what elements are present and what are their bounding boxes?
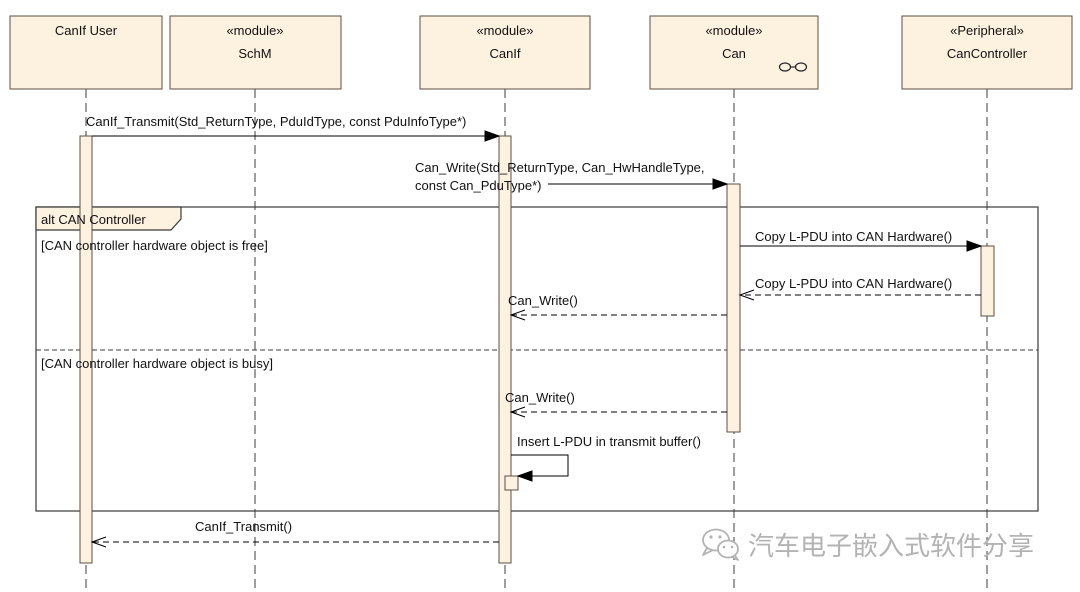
lifeline-head-canif: «module» CanIf: [419, 15, 591, 90]
arrowhead-open: [738, 289, 755, 301]
message-canif-transmit-return: CanIf_Transmit(): [90, 519, 499, 548]
arrowhead-filled: [712, 178, 729, 190]
wechat-icon: [702, 528, 739, 561]
lifeline-stereotype: «Peripheral»: [950, 23, 1024, 38]
activation-can: [726, 183, 741, 433]
message-line: [511, 454, 569, 477]
wechat-bubble-small: [717, 539, 739, 559]
lifeline-stereotype: «module»: [226, 23, 283, 38]
message-can-write-return-busy: Can_Write(): [505, 390, 727, 418]
lifeline-head-box: [419, 15, 591, 90]
message-label: CanIf_Transmit(Std_ReturnType, PduIdType…: [86, 114, 466, 129]
lifeline-stereotype: «module»: [476, 23, 533, 38]
message-label: CanIf_Transmit(): [195, 519, 292, 534]
lifeline-head-schm: «module» SchM: [169, 15, 342, 90]
arrowhead-open: [509, 406, 526, 418]
arrowhead-open: [90, 536, 107, 548]
guard-busy: [CAN controller hardware object is busy]: [41, 356, 273, 371]
message-label: Can_Write(): [508, 293, 578, 308]
lifeline-head-cancontroller: «Peripheral» CanController: [901, 15, 1073, 90]
wechat-eye: [722, 545, 726, 549]
arrowhead-filled: [516, 470, 533, 482]
message-can-write-return-free: Can_Write(): [508, 293, 727, 321]
watermark-text: 汽车电子嵌入式软件分享: [748, 532, 1034, 562]
activation-canif-user: [79, 135, 93, 564]
lifeline-head-canif-user: CanIf User: [9, 15, 163, 90]
message-insert-lpdu-self-call: Insert L-PDU in transmit buffer(): [511, 434, 701, 482]
lifeline-stereotype: «module»: [705, 23, 762, 38]
watermark: 汽车电子嵌入式软件分享: [702, 528, 1034, 562]
wechat-eye: [709, 535, 713, 539]
lifeline-name: SchM: [238, 46, 271, 61]
wechat-eye: [718, 535, 722, 539]
arrowhead-filled: [484, 130, 501, 142]
lifeline-head-box: [9, 15, 163, 90]
activation-canif-self-call: [504, 475, 519, 491]
message-label: Can_Write(): [505, 390, 575, 405]
lifeline-name: CanController: [947, 46, 1028, 61]
fragment-frame: [35, 206, 1039, 512]
fragment-texts: alt CAN Controller [CAN controller hardw…: [41, 212, 273, 371]
lifeline-head-box: [901, 15, 1073, 90]
activations: [79, 135, 995, 564]
lifeline-head-box: [169, 15, 342, 90]
arrowhead-filled: [966, 240, 983, 252]
fragment-tab: [35, 206, 182, 231]
lifeline-name: CanIf: [489, 46, 520, 61]
lifeline-name: CanIf User: [55, 23, 118, 38]
arrowhead-open: [509, 309, 526, 321]
message-label: Copy L-PDU into CAN Hardware(): [755, 229, 952, 244]
lifeline-name: Can: [722, 46, 746, 61]
guard-free: [CAN controller hardware object is free]: [41, 238, 268, 253]
linked-circles-icon: [778, 62, 808, 72]
message-copy-lpdu-call: Copy L-PDU into CAN Hardware(): [740, 229, 983, 252]
message-label-line1: Can_Write(Std_ReturnType, Can_HwHandleTy…: [415, 160, 705, 175]
fragment-label: alt CAN Controller: [41, 212, 146, 227]
message-copy-lpdu-return: Copy L-PDU into CAN Hardware(): [738, 276, 981, 301]
lifeline-head-box: [649, 15, 819, 90]
activation-canif: [498, 135, 512, 564]
message-canif-transmit-call: CanIf_Transmit(Std_ReturnType, PduIdType…: [86, 114, 501, 142]
lifeline-head-can: «module» Can: [649, 15, 819, 90]
wechat-eye: [730, 545, 734, 549]
activation-cancontroller: [980, 245, 995, 317]
message-can-write-call: Can_Write(Std_ReturnType, Can_HwHandleTy…: [415, 160, 729, 193]
message-label-line2: const Can_PduType*): [415, 178, 541, 193]
alt-fragment: [35, 206, 1039, 512]
message-label: Insert L-PDU in transmit buffer(): [517, 434, 701, 449]
message-label: Copy L-PDU into CAN Hardware(): [755, 276, 952, 291]
